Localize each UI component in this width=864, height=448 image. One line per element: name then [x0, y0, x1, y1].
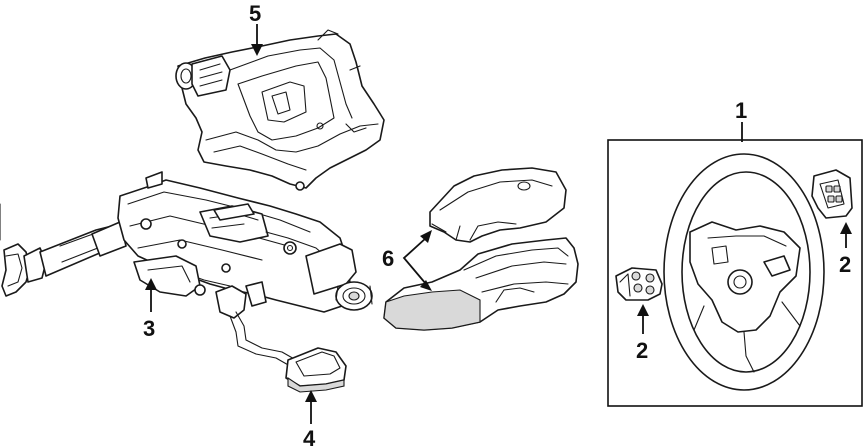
part-5-column-shroud	[175, 29, 385, 191]
callout-4: 4	[303, 426, 316, 448]
callout-2-right: 2	[839, 252, 851, 277]
callout-3: 3	[143, 316, 155, 341]
leader-4	[305, 390, 317, 424]
leader-6	[402, 230, 432, 291]
steering-wheel-frame	[607, 139, 863, 407]
callout-6: 6	[382, 246, 394, 271]
part-6-lower-cover	[383, 237, 579, 331]
callout-1: 1	[735, 98, 747, 123]
leader-2-right	[840, 222, 852, 248]
part-1-steering-wheel	[663, 153, 825, 391]
leader-2-left	[637, 304, 649, 334]
callout-5: 5	[249, 1, 261, 26]
part-6-upper-cover	[429, 167, 567, 243]
callout-2-left: 2	[636, 338, 648, 363]
leader-5	[251, 24, 263, 56]
part-2-switch-left	[615, 267, 663, 301]
part-4-lever-plate	[285, 347, 347, 393]
part-3-steering-column	[0, 171, 373, 367]
leader-3	[145, 278, 157, 312]
part-2-switch-right	[811, 169, 853, 219]
